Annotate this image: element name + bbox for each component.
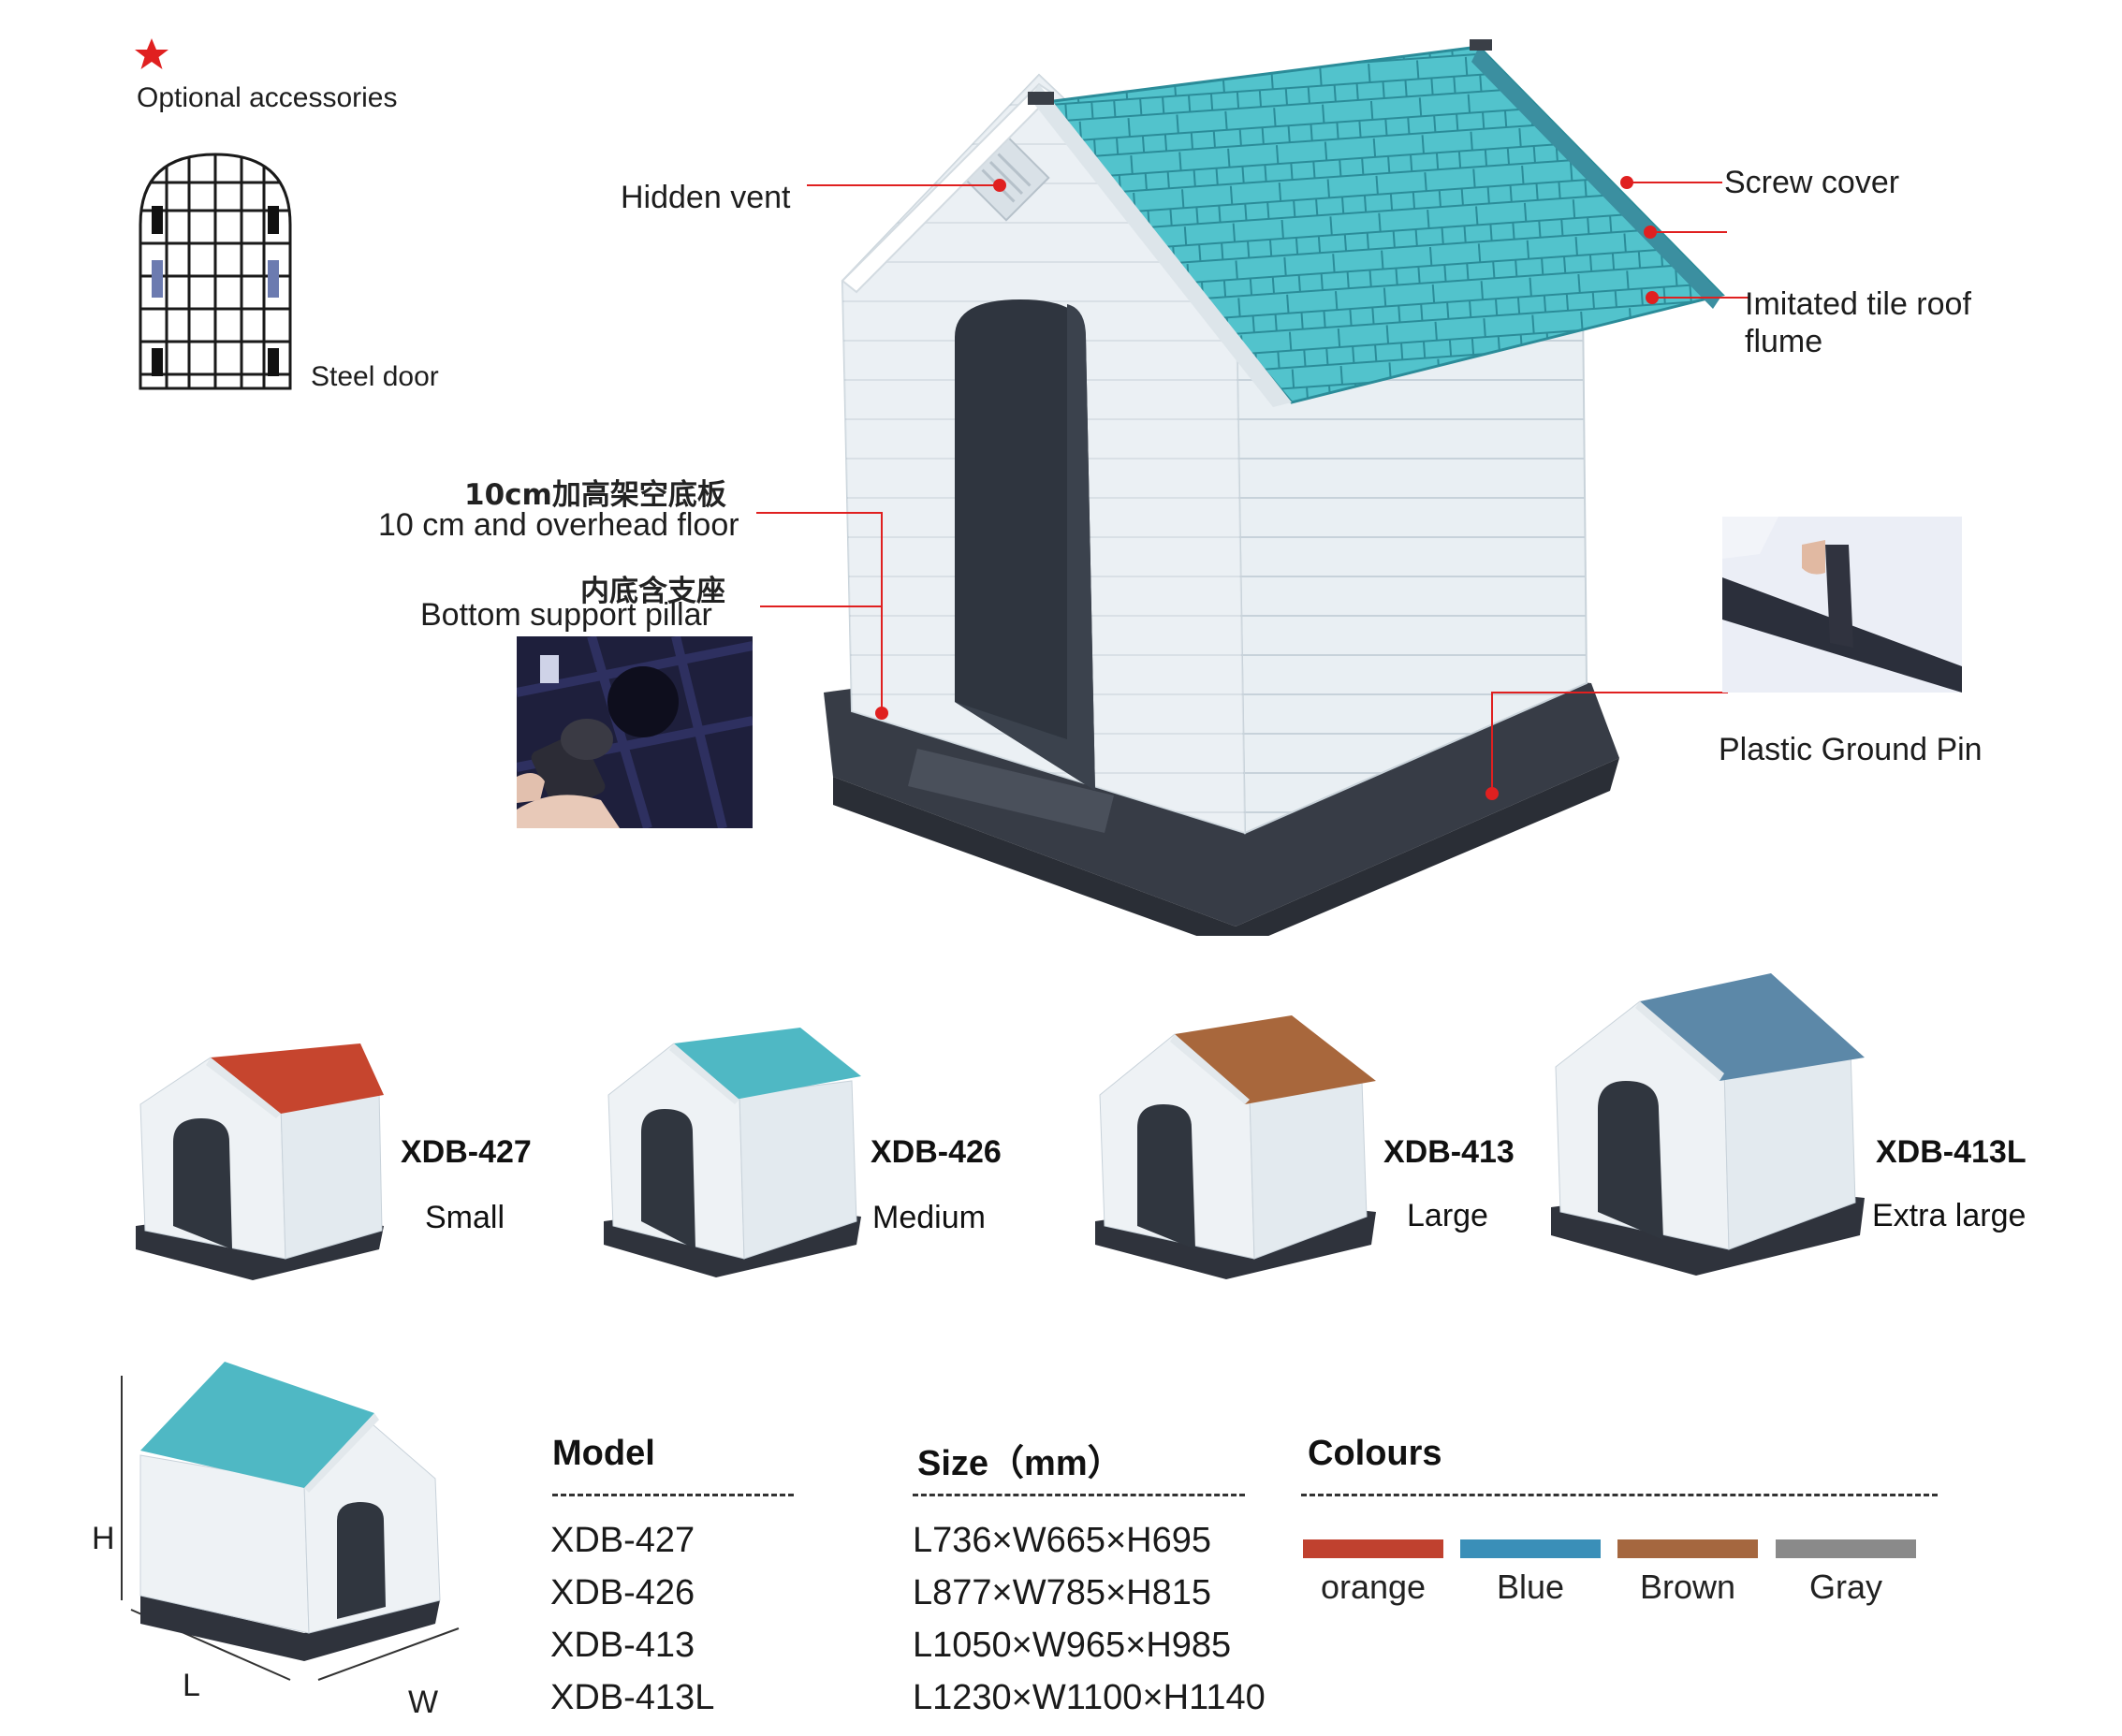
colour-label-blue: Blue bbox=[1496, 1568, 1565, 1606]
table-size-header: Size（mm） bbox=[917, 1444, 1123, 1483]
row-4-model: XDB-413L bbox=[550, 1678, 715, 1717]
dimension-w-label: W bbox=[408, 1685, 439, 1720]
steel-door-image bbox=[139, 153, 292, 390]
callout-hidden-vent: Hidden vent bbox=[621, 180, 791, 215]
callout-pillar-cn: 内底含支座 bbox=[580, 575, 725, 608]
variant-large-image bbox=[1095, 1015, 1376, 1279]
colour-swatch-brown bbox=[1617, 1539, 1758, 1558]
variant-medium-model: XDB-426 bbox=[871, 1134, 1002, 1170]
steel-door-label: Steel door bbox=[311, 361, 439, 392]
colour-label-gray: Gray bbox=[1808, 1568, 1882, 1606]
variant-medium-image bbox=[604, 1028, 861, 1277]
row-2-size: L877×W785×H815 bbox=[913, 1573, 1212, 1612]
main-doghouse-image bbox=[824, 39, 1725, 936]
variant-small-size: Small bbox=[425, 1200, 505, 1235]
variant-xl-model: XDB-413L bbox=[1876, 1134, 2027, 1170]
callout-tile-roof-line1: Imitated tile roof bbox=[1745, 286, 1971, 322]
callout-tile-roof-line2: flume bbox=[1745, 324, 1823, 359]
row-3-size: L1050×W965×H985 bbox=[913, 1626, 1232, 1665]
ground-pin-photo bbox=[1722, 517, 1962, 693]
variant-large-size: Large bbox=[1407, 1198, 1488, 1233]
row-1-model: XDB-427 bbox=[550, 1521, 695, 1560]
callout-floor-cn: 10cm加高架空底板 bbox=[464, 478, 726, 512]
callout-pillar-en: Bottom support pillar bbox=[420, 597, 712, 633]
row-1-size: L736×W665×H695 bbox=[913, 1521, 1212, 1560]
variant-small-model: XDB-427 bbox=[401, 1134, 532, 1170]
callout-screw-cover: Screw cover bbox=[1724, 165, 1900, 200]
dimension-h-label: H bbox=[92, 1521, 115, 1556]
accessory-star-icon bbox=[135, 38, 168, 69]
dimension-diagram bbox=[121, 1362, 460, 1681]
row-2-model: XDB-426 bbox=[550, 1573, 695, 1612]
accessories-title: Optional accessories bbox=[137, 82, 398, 113]
row-4-size: L1230×W1100×H1140 bbox=[913, 1678, 1266, 1717]
row-3-model: XDB-413 bbox=[550, 1626, 695, 1665]
colours-header-divider bbox=[1301, 1494, 1938, 1496]
callout-ground-pin: Plastic Ground Pin bbox=[1719, 732, 1983, 767]
size-header-divider bbox=[913, 1494, 1245, 1496]
variant-xl-image bbox=[1551, 973, 1865, 1276]
dimension-l-label: L bbox=[183, 1668, 200, 1703]
colour-swatch-blue bbox=[1460, 1539, 1601, 1558]
variant-xl-size: Extra large bbox=[1872, 1198, 2027, 1233]
colour-swatch-gray bbox=[1776, 1539, 1916, 1558]
variant-medium-size: Medium bbox=[872, 1200, 986, 1235]
table-colours-header: Colours bbox=[1308, 1434, 1442, 1473]
support-pillar-photo bbox=[517, 636, 753, 828]
colour-swatch-orange bbox=[1303, 1539, 1443, 1558]
variant-small-image bbox=[136, 1043, 384, 1280]
table-model-header: Model bbox=[552, 1434, 655, 1473]
model-header-divider bbox=[552, 1494, 794, 1496]
colour-label-orange: orange bbox=[1320, 1568, 1427, 1606]
callout-floor-en: 10 cm and overhead floor bbox=[378, 507, 739, 543]
variant-large-model: XDB-413 bbox=[1383, 1134, 1515, 1170]
colour-label-brown: Brown bbox=[1639, 1568, 1736, 1606]
